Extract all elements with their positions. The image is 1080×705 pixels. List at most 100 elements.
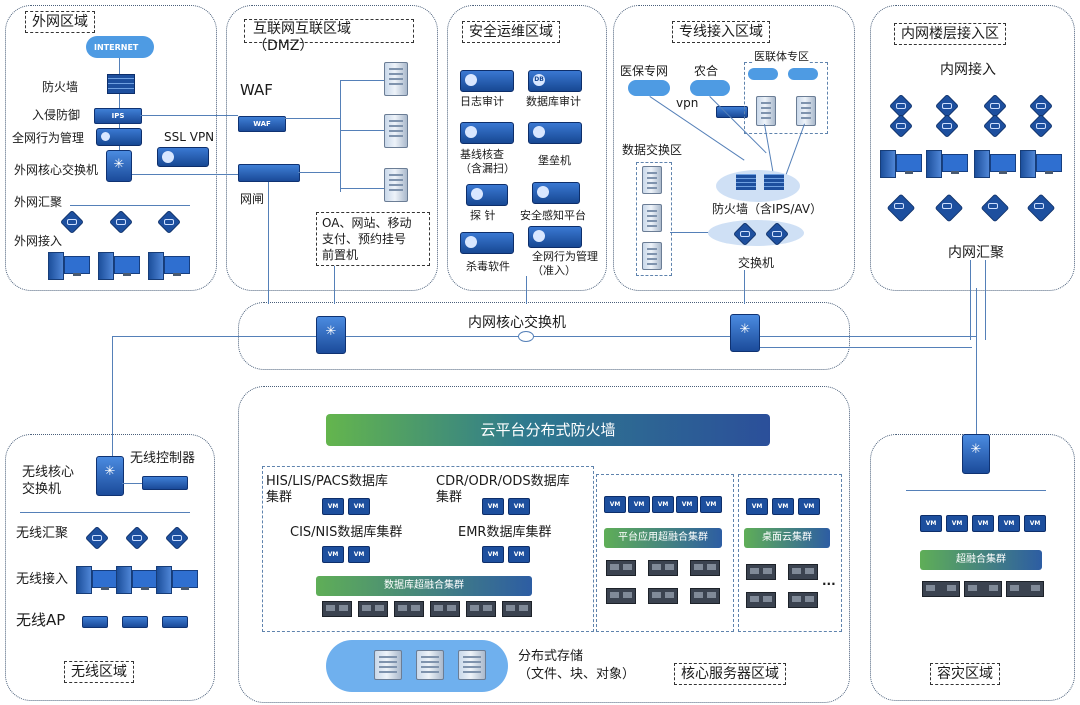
dmz-server-3-icon [384,168,408,202]
ips-badge: IPS [111,112,125,120]
behavior-access-label: 全网行为管理 （准入） [532,250,598,277]
dr-rack-1-icon [922,581,960,597]
distributed-storage-label: 分布式存储 （文件、块、对象） [518,649,636,682]
wireless-controller-label: 无线控制器 [130,451,196,466]
his-vm-2-icon: VM [348,498,370,515]
db-rack-4-icon [430,601,460,617]
vpn-label: vpn [676,96,699,110]
internet-cloud-icon [86,36,154,58]
medical-alliance-server-1-icon [756,96,776,126]
core-link-right [760,347,972,348]
intranet-core-switch-2-icon: ✳ [730,314,760,352]
dr-rack-3-icon [1006,581,1044,597]
probe-icon [466,184,508,206]
wireless-ctrl-link [122,483,142,484]
desk-vm-1-icon: VM [746,498,768,515]
dmz-srv-2-link [340,130,384,131]
intranet-sw-4-icon [932,113,960,139]
dedicated-switch-label: 交换机 [738,256,775,270]
dr-vm-2-icon: VM [946,515,968,532]
link-intranet-down-1 [970,260,971,340]
wireless-agg-2-icon [122,525,150,551]
behavior-mgmt-icon [96,128,142,146]
awareness-label: 安全感知平台 [520,209,586,222]
app-vm-4-icon: VM [676,496,698,513]
wireless-aggregation-label: 无线汇聚 [16,526,69,541]
dmz-apps-label: OA、网站、移动 支付、预约挂号 前置机 [322,216,412,262]
intranet-pc-1-icon [896,154,922,174]
dedicated-firewall-ellipse [716,170,800,202]
baseline-icon [460,122,514,144]
intranet-sw-8-icon [1026,113,1054,139]
log-audit-icon [460,70,514,92]
intranet-agg-3-icon [978,193,1010,223]
internet-label: INTERNET [94,43,139,52]
ext-pc-tower-3-icon [148,252,164,280]
desk-rack-3-icon [746,592,776,608]
app-rack-4-icon [606,588,636,604]
ext-pc-3-icon [164,256,190,276]
data-exchange-server-2-icon [642,204,662,232]
intranet-sw-2-icon [886,113,914,139]
db-badge: DB [533,74,545,86]
wireless-ap-label: 无线AP [16,611,66,629]
intranet-agg-1-icon [884,193,916,223]
db-rack-2-icon [358,601,388,617]
link-ext-core-horizontal [118,174,268,175]
wireless-ap-3-icon [162,616,188,628]
sslvpn-lock-icon [162,151,174,163]
ext-pc-2-icon [114,256,140,276]
ext-ips-label: 入侵防御 [32,108,81,122]
cdr-cluster-label: CDR/ODR/ODS数据库 集群 [436,474,570,505]
link-intranet-down-2 [985,260,986,340]
ext-access-label: 外网接入 [14,234,63,248]
desk-rack-4-icon [788,592,818,608]
db-audit-label: 数据库审计 [526,95,581,108]
probe-label: 探 针 [470,209,496,222]
ext-pc-1-icon [64,256,90,276]
zone-title-dedicated: 专线接入区域 [672,21,770,43]
intranet-agg-2-icon [932,193,964,223]
zone-wireless [5,434,215,701]
app-vm-2-icon: VM [628,496,650,513]
ext-agg-router-3-icon [154,209,182,235]
db-rack-1-icon [322,601,352,617]
desk-rack-2-icon [788,564,818,580]
zone-dmz [226,5,438,291]
medical-alliance-label: 医联体专区 [754,50,809,63]
wireless-agg-bar [20,512,190,513]
wireless-tower-2-icon [116,566,132,594]
ext-pc-tower-1-icon [48,252,64,280]
cdr-vm-2-icon: VM [508,498,530,515]
core-link-aggregation-icon [518,331,534,342]
wireless-ap-2-icon [122,616,148,628]
bastion-icon [528,122,582,144]
zone-title-secops: 安全运维区域 [462,21,560,43]
core-link-main [112,336,976,337]
dmz-server-2-icon [384,114,408,148]
data-exchange-box [636,162,672,276]
wireless-core-label: 无线核心 交换机 [22,465,75,497]
waf-badge: WAF [253,120,271,128]
dmz-srv-1-link [340,80,384,81]
wireless-agg-3-icon [162,525,190,551]
dedicated-firewall-1-icon [736,174,756,190]
zone-title-dmz: 互联网互联区域 （DMZ） [244,19,414,54]
wireless-pc-1-icon [92,570,118,590]
firewall-icon [107,74,135,94]
zone-title-intranet-floor: 内网楼层接入区 [894,23,1006,45]
vpn-appliance-icon [716,106,748,118]
app-rack-6-icon [690,588,720,604]
app-rack-3-icon [690,560,720,576]
ext-aggregation-label: 外网汇聚 [14,195,63,209]
cis-cluster-label: CIS/NIS数据库集群 [290,525,403,540]
his-cluster-label: HIS/LIS/PACS数据库 集群 [266,474,388,505]
intranet-aggregation-label: 内网汇聚 [948,245,1004,261]
wireless-pc-2-icon [132,570,158,590]
link-dedicated-down [744,270,745,304]
db-hci-bar: 数据库超融合集群 [316,576,532,596]
app-hci-box [596,474,734,632]
ded-exchange-link [670,232,718,233]
link-dmz-down [334,250,335,304]
